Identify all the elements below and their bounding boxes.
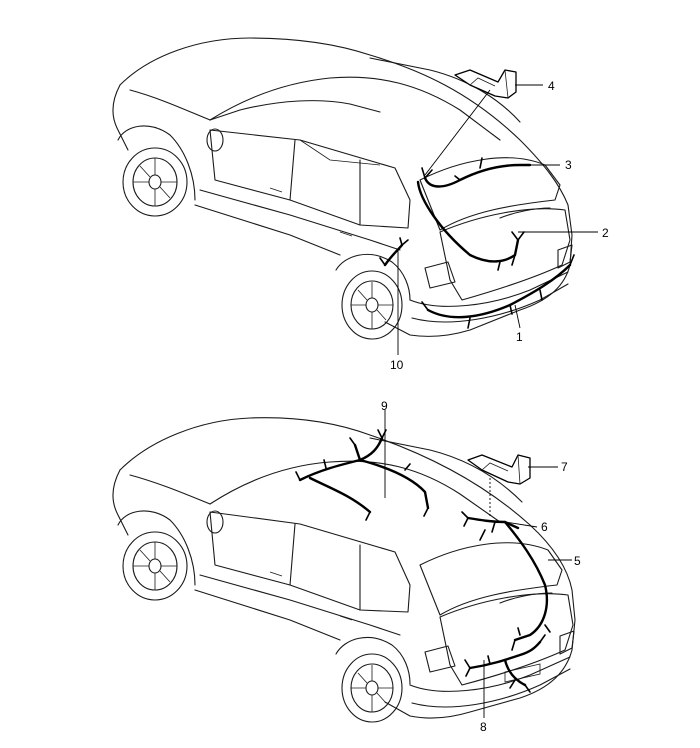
front-wheel-bottom	[122, 531, 188, 601]
front-wheel-top	[122, 147, 188, 217]
callout-1: 1	[516, 330, 523, 344]
bracket-7	[467, 454, 531, 485]
leaders-top	[397, 84, 598, 355]
rear-wheel-bottom	[341, 653, 403, 723]
callout-4: 4	[548, 79, 555, 93]
callout-5: 5	[574, 554, 581, 568]
callout-9: 9	[381, 399, 388, 413]
harness-10	[383, 243, 404, 267]
callout-labels: 1 2 3 4 5 6 7 8 9 10	[381, 79, 609, 734]
callout-3: 3	[565, 158, 572, 172]
harness-5	[503, 520, 549, 642]
harness-8	[468, 640, 542, 670]
vehicle-bottom	[112, 417, 576, 723]
callout-2: 2	[602, 226, 609, 240]
harness-3	[423, 163, 532, 188]
callout-10: 10	[390, 358, 404, 372]
harness-2	[416, 180, 520, 263]
rear-wheel-top	[341, 270, 403, 340]
harness-group-top	[379, 69, 575, 329]
leaders-bottom	[384, 410, 572, 718]
harness-group-bottom	[295, 429, 551, 693]
harness-1	[426, 263, 572, 319]
vehicle-top	[112, 37, 573, 340]
bracket-4	[454, 69, 517, 99]
harness-9	[298, 436, 384, 482]
callout-6: 6	[541, 520, 548, 534]
callout-7: 7	[561, 460, 568, 474]
callout-8: 8	[480, 720, 487, 734]
